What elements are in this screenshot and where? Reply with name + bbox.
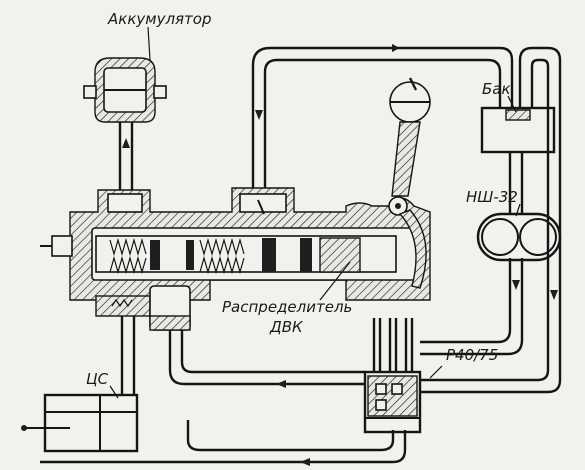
flow-arrows [122, 44, 558, 466]
distributor-body [40, 187, 431, 331]
label-distributor-model: ДВК [269, 318, 304, 336]
control-lever [388, 77, 431, 289]
label-tank: Бак [482, 80, 511, 98]
tank [480, 106, 556, 154]
label-accumulator: Аккумулятор [107, 10, 212, 28]
leader-lines [109, 26, 521, 399]
valve-block [363, 370, 422, 434]
pipe-lines [40, 46, 562, 464]
cylinder [21, 393, 139, 453]
pump [476, 212, 562, 262]
label-pump: НШ-32 [466, 188, 518, 206]
accumulator [83, 57, 167, 123]
label-valve: Р40/75 [446, 346, 498, 364]
label-distributor: Распределитель [222, 298, 352, 316]
label-cylinder: ЦС [86, 370, 109, 388]
